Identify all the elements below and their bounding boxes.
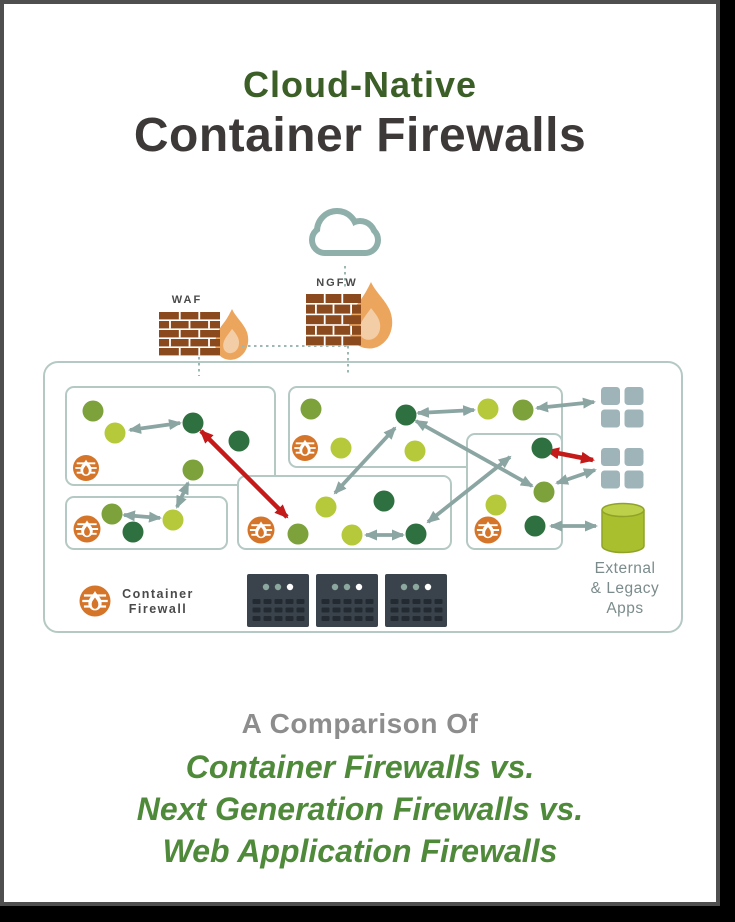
footer-block: A Comparison Of Container Firewalls vs. … (4, 708, 716, 872)
app-grid-icon (601, 387, 644, 428)
container-dot (82, 400, 104, 422)
container-firewall-label-line1: Container (122, 587, 194, 601)
container-dot (162, 509, 184, 531)
external-legacy-apps-label: External & Legacy Apps (565, 559, 685, 619)
container-dot (101, 503, 123, 525)
external-apps-line1: External (594, 560, 656, 577)
title-cloud-native: Cloud-Native (242, 64, 477, 105)
container-dot (405, 523, 427, 545)
comparison-line-3: Web Application Firewalls (162, 833, 558, 869)
container-dot (404, 440, 426, 462)
traffic-arrow (555, 468, 597, 485)
ngfw-label: NGFW (316, 277, 358, 289)
container-dot (524, 515, 546, 537)
container-firewall-label: Container Firewall (110, 587, 206, 617)
container-dot (477, 398, 499, 420)
container-dot (122, 521, 144, 543)
container-dot (330, 437, 352, 459)
database-icon (601, 502, 645, 554)
cloud-icon (309, 208, 381, 256)
traffic-arrow (416, 405, 476, 418)
container-firewall-label-line2: Firewall (128, 602, 188, 616)
container-dot (531, 437, 553, 459)
ngfw-firewall-icon (306, 294, 361, 346)
flame-icon (215, 309, 249, 360)
traffic-arrow (333, 426, 397, 495)
waf-firewall-icon (159, 312, 220, 356)
waf-label: WAF (171, 294, 203, 306)
comparison-line-2: Next Generation Firewalls vs. (136, 791, 584, 827)
blocked-traffic-arrow (199, 429, 289, 519)
server-rack-icon (385, 574, 447, 627)
app-grid-icon (601, 448, 644, 489)
container-dot (300, 398, 322, 420)
container-dot (315, 496, 337, 518)
container-dot (182, 412, 204, 434)
container-dot (287, 523, 309, 545)
container-dot (373, 490, 395, 512)
external-apps-line2: & Legacy (590, 580, 660, 597)
title-block: Cloud-Native Container Firewalls (4, 64, 716, 163)
architecture-diagram (43, 208, 683, 633)
comparison-heading: A Comparison Of (241, 708, 479, 739)
traffic-arrow (175, 481, 190, 509)
server-rack-icon (247, 574, 309, 627)
container-dot (395, 404, 417, 426)
comparison-line-1: Container Firewalls vs. (185, 749, 535, 785)
blocked-traffic-arrow (545, 447, 595, 464)
document-page: Cloud-Native Container Firewalls WAF NGF… (0, 0, 720, 906)
container-dot (512, 399, 534, 421)
container-dot (533, 481, 555, 503)
container-firewall-badge-icon (73, 455, 99, 481)
external-apps-line3: Apps (606, 600, 644, 617)
container-firewall-badge-icon (79, 585, 111, 617)
container-dot (341, 524, 363, 546)
container-firewall-badge-icon (247, 516, 275, 544)
traffic-arrow (128, 419, 182, 434)
traffic-arrow (414, 419, 534, 488)
container-firewall-badge-icon (474, 516, 502, 544)
title-container-firewalls: Container Firewalls (133, 109, 587, 162)
container-dot (182, 459, 204, 481)
container-dot (228, 430, 250, 452)
traffic-arrow (535, 397, 596, 413)
traffic-arrow (426, 455, 512, 524)
container-dot (104, 422, 126, 444)
container-firewall-badge-icon (73, 515, 101, 543)
container-firewall-badge-icon (292, 435, 318, 461)
container-dot (485, 494, 507, 516)
server-rack-icon (316, 574, 378, 627)
traffic-arrow (122, 510, 162, 523)
